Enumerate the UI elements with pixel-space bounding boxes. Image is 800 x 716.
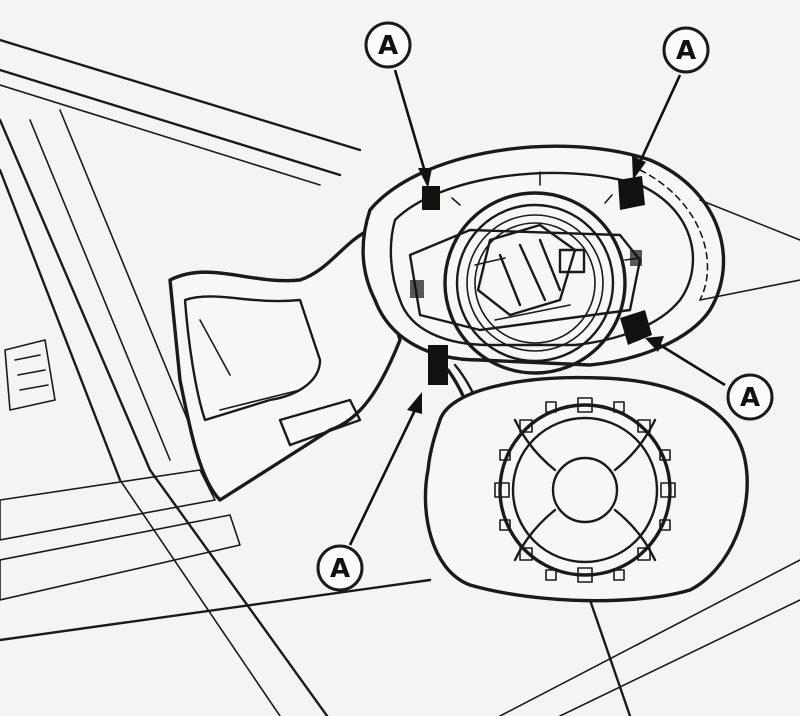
clip-top-left xyxy=(422,186,440,210)
door-frame xyxy=(0,38,800,716)
callout-label: A xyxy=(740,383,760,413)
backing-plate-teeth xyxy=(494,397,676,583)
clip-right xyxy=(620,310,652,345)
clip-top-right xyxy=(618,176,645,210)
motor-interior xyxy=(474,223,586,321)
mirror-arm xyxy=(168,228,402,502)
callout-label: A xyxy=(676,36,696,66)
callout-arrows xyxy=(348,69,726,546)
retaining-clips xyxy=(410,176,652,385)
callout-a-bottom-left: A xyxy=(316,544,364,592)
callout-label: A xyxy=(378,31,398,61)
mirror-glass xyxy=(423,375,749,603)
callout-a-right: A xyxy=(726,373,774,421)
clip-bottom-left xyxy=(428,345,448,385)
callout-a-top-right: A xyxy=(662,26,710,74)
callout-label: A xyxy=(330,554,350,584)
callout-a-top-left: A xyxy=(364,21,412,69)
